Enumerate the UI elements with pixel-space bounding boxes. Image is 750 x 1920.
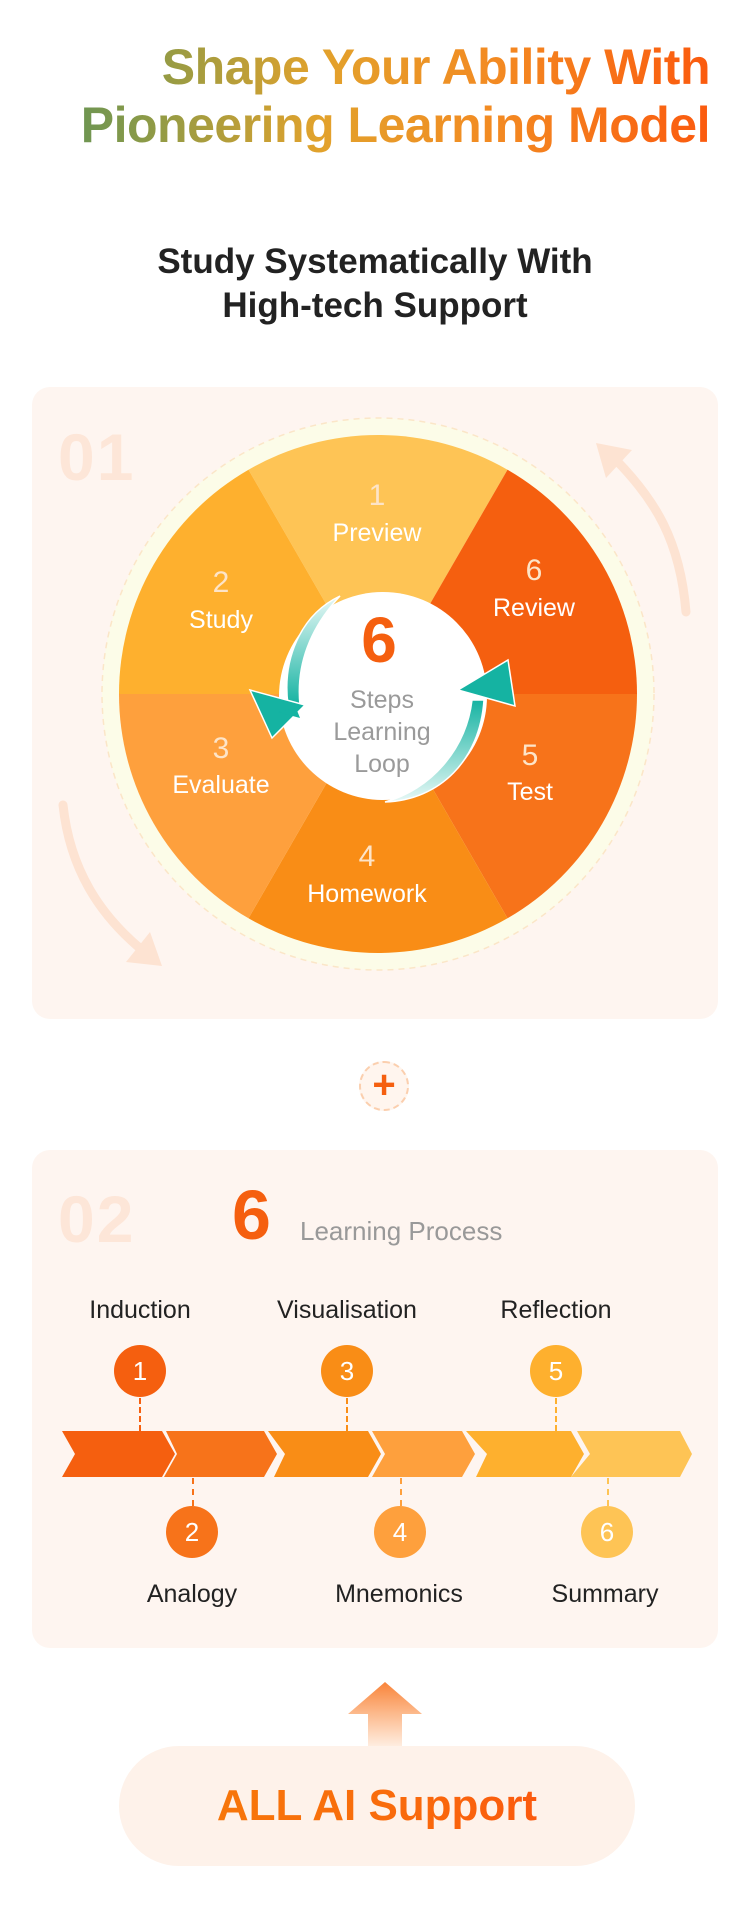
hero-title-line-2: Pioneering Learning Model: [0, 96, 711, 154]
section-subtitle: Study Systematically With High-tech Supp…: [0, 240, 750, 328]
segment-5-number: 5: [521, 739, 539, 772]
loop-center-line-1: Steps: [350, 686, 414, 714]
hero-title-line-1: Shape Your Ability With: [0, 38, 711, 96]
step-6-number: 6: [599, 1516, 615, 1547]
loop-center-line-3: Loop: [354, 750, 410, 778]
cycle-arrow-top-right-icon: [596, 443, 691, 617]
segment-1-preview: [248, 435, 508, 694]
step-5-connector: [555, 1398, 557, 1431]
step-4-connector: [400, 1478, 402, 1506]
learning-process-card: [32, 1150, 718, 1648]
segment-4-homework: [248, 694, 508, 953]
step-2-number: 2: [184, 1516, 200, 1547]
loop-arrow-right-icon: [384, 658, 516, 803]
arrow-up-icon: [348, 1682, 422, 1750]
segment-5-label: Test: [507, 778, 553, 806]
step-6-dot: 6: [581, 1506, 633, 1558]
step-2-label: Analogy: [146, 1580, 238, 1608]
hero-title: Shape Your Ability With Pioneering Learn…: [0, 38, 711, 154]
step-5-number: 5: [548, 1355, 564, 1386]
subtitle-line-2: High-tech Support: [222, 286, 528, 325]
segment-6-label: Review: [493, 594, 575, 622]
segment-2-number: 2: [212, 566, 230, 599]
chevron-1: [62, 1431, 175, 1477]
cycle-arrow-bottom-left-icon: [58, 800, 162, 966]
step-1-label: Induction: [89, 1296, 191, 1324]
step-1-connector: [139, 1398, 141, 1431]
step-3-dot: 3: [321, 1345, 373, 1397]
learning-loop-wheel: [58, 417, 691, 971]
learning-process-title: Learning Process: [300, 1216, 503, 1246]
segment-3-label: Evaluate: [172, 771, 270, 799]
step-3-connector: [346, 1398, 348, 1431]
segment-1-label: Preview: [332, 519, 422, 547]
segment-6-number: 6: [525, 554, 543, 587]
process-chevron-bar: [62, 1431, 692, 1477]
loop-arrow-left-icon: [248, 595, 341, 740]
chevron-5: [466, 1431, 584, 1477]
segment-2-label: Study: [189, 606, 253, 634]
segment-4-number: 4: [358, 840, 376, 873]
chevron-2: [164, 1431, 277, 1477]
section-index-02: 02: [58, 1182, 136, 1256]
chevron-4: [372, 1431, 475, 1477]
segment-1-number: 1: [368, 479, 386, 512]
step-2-dot: 2: [166, 1506, 218, 1558]
step-6-label: Summary: [551, 1580, 659, 1608]
step-2-connector: [192, 1478, 194, 1506]
segment-3-number: 3: [212, 732, 230, 765]
step-1-dot: 1: [114, 1345, 166, 1397]
step-5-dot: 5: [530, 1345, 582, 1397]
step-4-label: Mnemonics: [335, 1580, 463, 1608]
loop-center-number: 6: [361, 604, 397, 676]
loop-center-line-2: Learning: [333, 718, 431, 746]
step-3-label: Visualisation: [277, 1296, 417, 1324]
section-index-01: 01: [58, 420, 136, 494]
step-3-number: 3: [339, 1355, 355, 1386]
step-1-number: 1: [132, 1355, 148, 1386]
plus-connector: +: [359, 1061, 409, 1111]
subtitle-line-1: Study Systematically With: [157, 242, 593, 281]
step-5-label: Reflection: [500, 1296, 612, 1324]
ai-support-banner: ALL AI Support: [119, 1746, 635, 1866]
plus-icon: +: [372, 1062, 396, 1107]
step-4-number: 4: [392, 1516, 408, 1547]
chevron-3: [268, 1431, 381, 1477]
step-6-connector: [607, 1478, 609, 1506]
learning-process-number: 6: [232, 1176, 271, 1254]
segment-4-label: Homework: [307, 880, 427, 908]
chevron-6: [571, 1431, 692, 1477]
step-4-dot: 4: [374, 1506, 426, 1558]
ai-support-label: ALL AI Support: [216, 1781, 538, 1830]
